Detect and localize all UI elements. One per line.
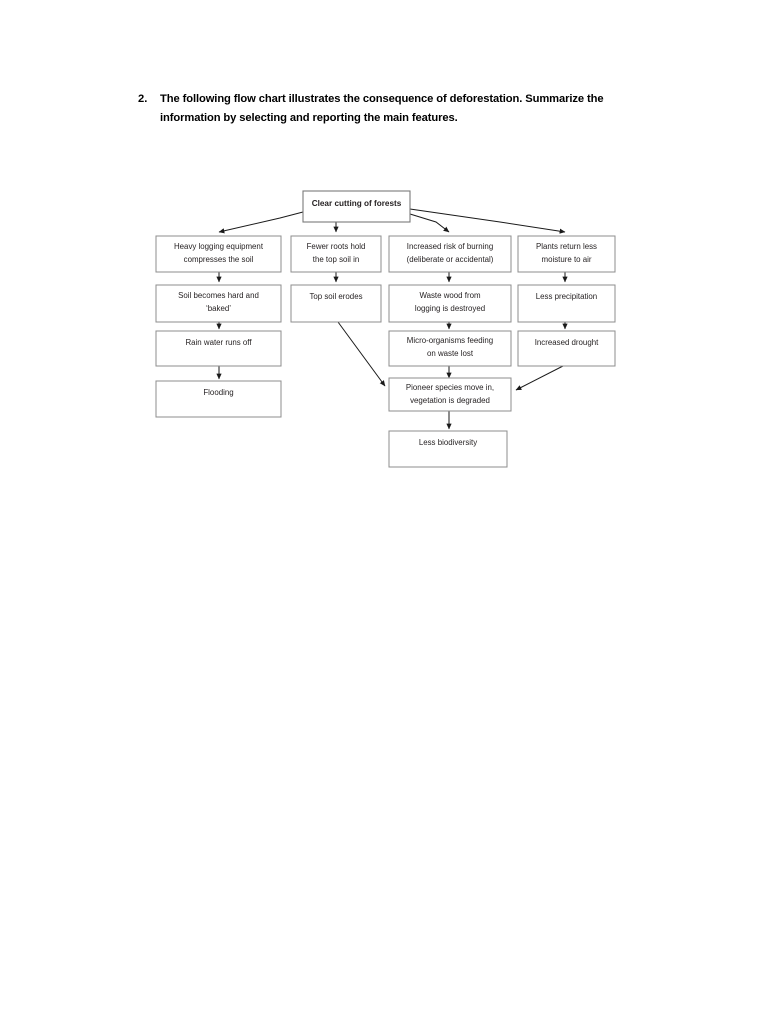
node-label-heavy-logging-line1: Heavy logging equipment: [174, 242, 264, 251]
node-fewer-roots-hold: Fewer roots hold the top soil in: [290, 235, 382, 273]
node-label-plants-return-line1: Plants return less: [536, 242, 597, 251]
node-label-waste-wood-line2: logging is destroyed: [415, 304, 485, 313]
node-label-pioneer-species-line1: Pioneer species move in,: [406, 383, 494, 392]
node-heavy-logging-equipment: Heavy logging equipment compresses the s…: [155, 235, 282, 273]
node-less-biodiversity: Less biodiversity: [388, 430, 508, 468]
node-label-flooding: Flooding: [203, 388, 233, 397]
node-rain-water-runs-off: Rain water runs off: [155, 330, 282, 367]
node-clear-cutting-of-forests: Clear cutting of forests: [302, 190, 411, 223]
node-label-fewer-roots-line1: Fewer roots hold: [307, 242, 366, 251]
node-label-fewer-roots-line2: the top soil in: [313, 255, 360, 264]
node-pioneer-species-move-in: Pioneer species move in, vegetation is d…: [388, 377, 512, 412]
node-label-rain-water: Rain water runs off: [185, 338, 252, 347]
node-micro-organisms-feeding: Micro-organisms feeding on waste lost: [388, 330, 512, 367]
node-label-increased-risk-line2: (deliberate or accidental): [407, 255, 494, 264]
question-text: The following flow chart illustrates the…: [160, 93, 604, 125]
node-increased-risk-of-burning: Increased risk of burning (deliberate or…: [388, 235, 512, 273]
node-label-waste-wood-line1: Waste wood from: [419, 291, 481, 300]
node-label-micro-organisms-line2: on waste lost: [427, 349, 474, 358]
node-waste-wood-from-logging: Waste wood from logging is destroyed: [388, 284, 512, 323]
edge-root-to-plants-return: [409, 208, 566, 234]
node-label-less-biodiversity: Less biodiversity: [419, 438, 477, 447]
node-label-less-precipitation: Less precipitation: [536, 292, 597, 301]
question-block: 2. The following flow chart illustrates …: [138, 90, 643, 129]
node-label-increased-risk-line1: Increased risk of burning: [407, 242, 493, 251]
edge-root-to-increased-risk: [409, 213, 450, 233]
node-label-top-soil-erodes: Top soil erodes: [309, 292, 362, 301]
node-label-heavy-logging-line2: compresses the soil: [184, 255, 254, 264]
node-label-pioneer-species-line2: vegetation is degraded: [410, 396, 490, 405]
node-increased-drought: Increased drought: [517, 330, 616, 367]
node-less-precipitation: Less precipitation: [517, 284, 616, 323]
node-label-soil-hard-line2: ‘baked’: [206, 304, 231, 313]
node-label-micro-organisms-line1: Micro-organisms feeding: [407, 336, 493, 345]
node-label-soil-hard-line1: Soil becomes hard and: [178, 291, 259, 300]
node-plants-return-less-moisture: Plants return less moisture to air: [517, 235, 616, 273]
node-label-clear-cutting: Clear cutting of forests: [312, 199, 402, 208]
question-number: 2.: [138, 93, 148, 105]
node-label-plants-return-line2: moisture to air: [542, 255, 592, 264]
node-flooding: Flooding: [155, 380, 282, 418]
edge-root-to-heavy-logging: [218, 211, 304, 234]
node-soil-becomes-hard: Soil becomes hard and ‘baked’: [155, 284, 282, 323]
edge-increased-drought-to-pioneer-species: [515, 365, 564, 391]
node-top-soil-erodes: Top soil erodes: [290, 284, 382, 323]
node-label-increased-drought: Increased drought: [535, 338, 599, 347]
edge-top-soil-to-pioneer-species: [337, 321, 386, 387]
edge-layer: [216, 208, 568, 430]
